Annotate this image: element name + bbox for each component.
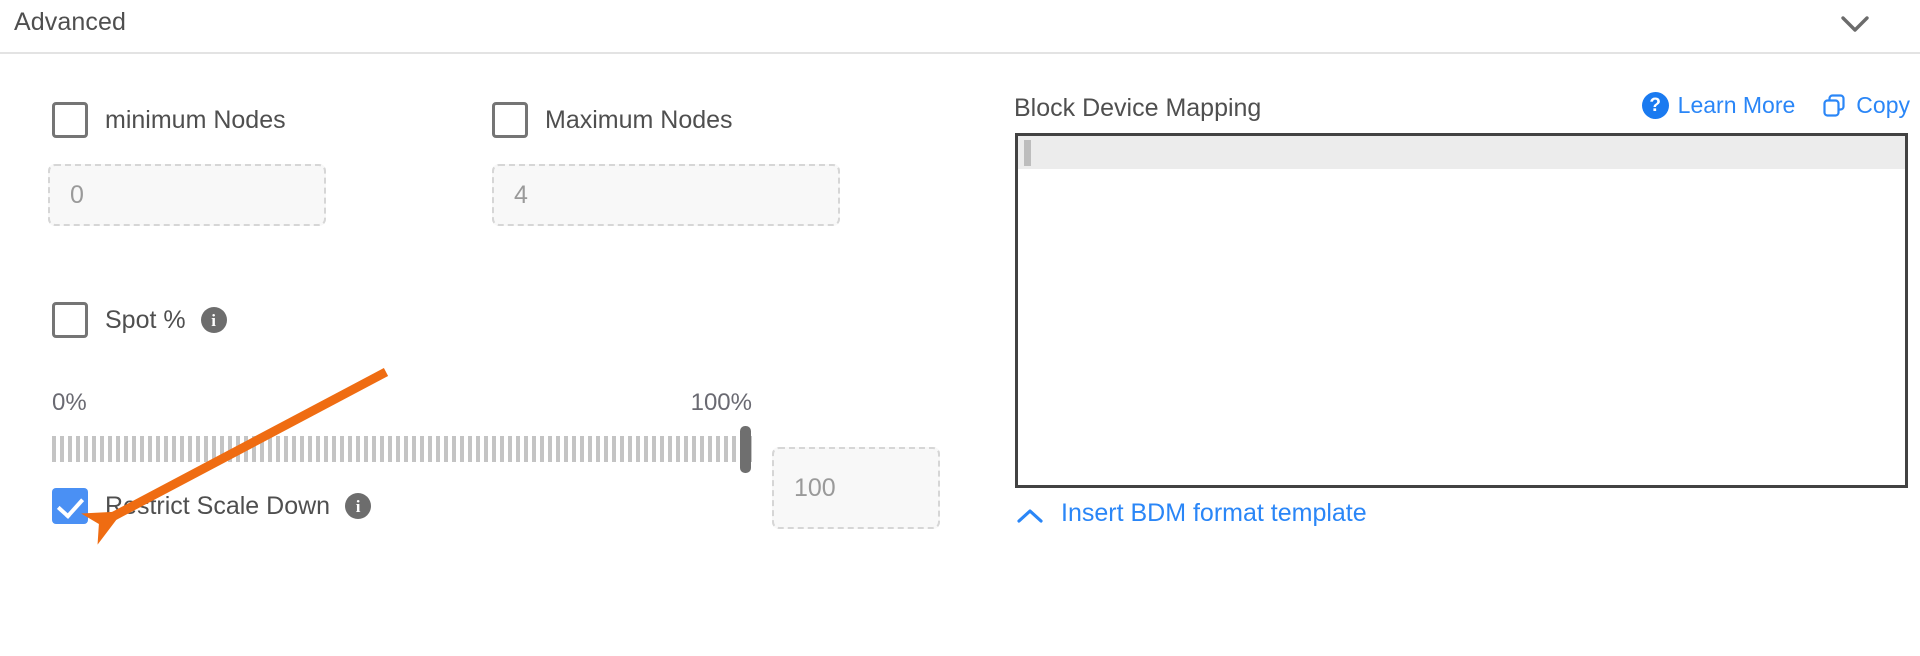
bdm-code-editor[interactable] [1015,133,1908,488]
learn-more-link[interactable]: ? Learn More [1641,92,1796,119]
copy-icon [1821,93,1847,119]
min-nodes-checkbox[interactable] [52,102,88,138]
info-icon[interactable]: i [345,493,372,519]
page-title: Advanced [14,8,126,36]
info-icon[interactable]: i [200,307,227,333]
insert-bdm-template-link[interactable]: Insert BDM format template [1015,499,1367,528]
copy-button[interactable]: Copy [1821,92,1910,119]
restrict-scale-down-row: Restrict Scale Down i [52,488,372,524]
copy-label: Copy [1856,92,1910,118]
editor-gutter-marker [1024,140,1031,166]
chevron-up-icon [1015,504,1045,524]
advanced-section-header[interactable]: Advanced [0,0,1920,54]
max-nodes-checkbox[interactable] [492,102,528,138]
slider-thumb[interactable] [740,426,751,473]
editor-active-line [1018,136,1905,169]
advanced-left-panel: minimum Nodes 0 Maximum Nodes 4 Spot % i… [0,54,960,656]
spot-percent-slider[interactable]: 0% 100% [52,389,752,499]
slider-max-label: 100% [690,389,752,416]
chevron-down-icon[interactable] [1838,10,1872,38]
learn-more-label: Learn More [1677,92,1796,118]
restrict-scale-down-label: Restrict Scale Down [105,491,331,520]
restrict-scale-down-checkbox[interactable] [52,488,88,524]
spot-percent-label: Spot % [105,305,186,334]
bdm-title: Block Device Mapping [1014,94,1262,122]
spot-percent-value-input[interactable]: 100 [772,447,940,529]
insert-bdm-template-label: Insert BDM format template [1061,499,1367,527]
block-device-mapping-panel: Block Device Mapping ? Learn More Copy [1000,54,1920,656]
spot-percent-row: Spot % i [52,302,227,338]
slider-track[interactable] [52,436,752,462]
max-nodes-label: Maximum Nodes [545,105,733,134]
max-nodes-input[interactable]: 4 [492,164,840,226]
slider-min-label: 0% [52,389,87,416]
max-nodes-row: Maximum Nodes [492,102,733,138]
min-nodes-row: minimum Nodes [52,102,286,138]
bdm-actions: ? Learn More Copy [1641,92,1910,119]
min-nodes-label: minimum Nodes [105,105,286,134]
question-circle-icon: ? [1641,92,1669,119]
spot-percent-checkbox[interactable] [52,302,88,338]
min-nodes-input[interactable]: 0 [48,164,326,226]
